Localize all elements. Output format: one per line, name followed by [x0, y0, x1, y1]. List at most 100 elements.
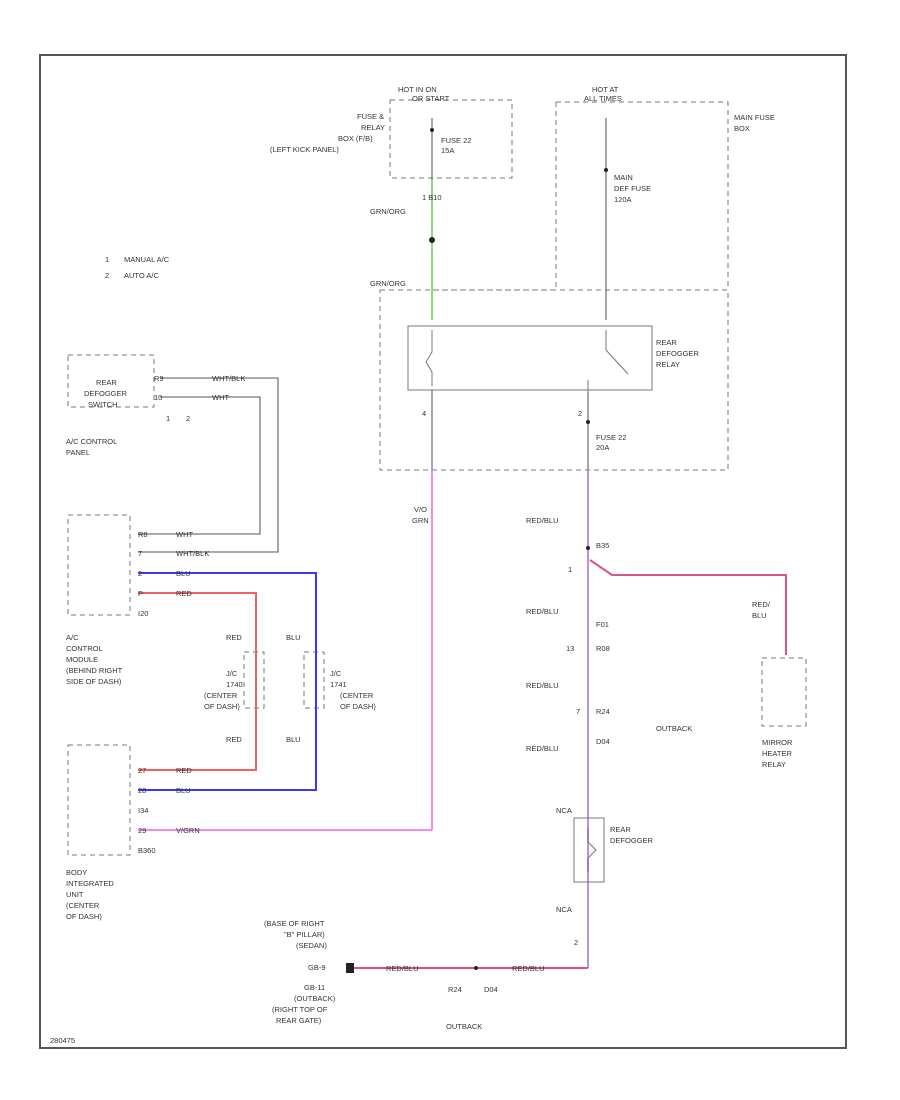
ac-module-pin-r8: R8: [138, 530, 148, 539]
rear-defogger-switch-outline: [67, 354, 155, 408]
wire-red-top: [138, 592, 257, 771]
ground-label-1: (BASE OF RIGHT: [264, 919, 325, 928]
ac-module-pin-2: 2: [138, 569, 142, 578]
defogger-element-icon: [587, 828, 597, 872]
hot-run-start-1: HOT IN ON: [398, 85, 437, 94]
jc-blu-top: BLU: [286, 633, 301, 642]
ac-module-1: A/C: [66, 633, 79, 642]
jc-left-4: OF DASH): [204, 702, 240, 711]
main-def-fuse-2: DEF FUSE: [614, 184, 651, 193]
conn-f01: F01: [596, 620, 609, 629]
biu-pin-29: 29: [138, 826, 146, 835]
switch-wire-wht-blk: WHT/BLK: [212, 374, 245, 383]
legend-num-1: 1: [105, 255, 109, 264]
rear-defogger-relay-body: [407, 325, 653, 391]
fuse22-mid-2: 20A: [596, 443, 609, 452]
fuse22-top-2: 15A: [441, 146, 454, 155]
switch-wire-wht: WHT: [212, 393, 229, 402]
switch-label-3: SWITCH: [88, 400, 118, 409]
conn-r08: R08: [596, 644, 610, 653]
relay-label-2: DEFOGGER: [656, 349, 700, 358]
ac-module-5: SIDE OF DASH): [66, 677, 122, 686]
jc-red-top: RED: [226, 633, 242, 642]
conn-nca-bottom: NCA: [556, 905, 572, 914]
biu-3: UNIT: [66, 890, 84, 899]
switch-pin-a: R9: [154, 374, 164, 383]
splice-dot-top: [429, 237, 435, 243]
hot-all-times-2: ALL TIMES: [584, 94, 622, 103]
conn-b35: B35: [596, 541, 609, 550]
rear-defogger-element: [573, 817, 605, 883]
relay-label-3: RELAY: [656, 360, 680, 369]
fuse22-mid-1: FUSE 22: [596, 433, 626, 442]
conn-nca-top: NCA: [556, 806, 572, 815]
biu-pin-b360: B360: [138, 846, 156, 855]
pin-1: 1: [568, 565, 572, 574]
ground-label-4: GB-9: [308, 963, 326, 972]
biu-outline: [67, 744, 131, 856]
rear-defogger-label-2: DEFOGGER: [610, 836, 654, 845]
ac-module-wire-red: RED: [176, 589, 192, 598]
switch-pin-b: 10: [154, 393, 162, 402]
conn-d04-outback: D04: [484, 985, 498, 994]
biu-pin-i34: I34: [138, 806, 148, 815]
ground-label-7: (RIGHT TOP OF: [272, 1005, 328, 1014]
relay-box-outline: [379, 289, 729, 471]
wire-label-red-blu-2: RED/BLU: [526, 607, 559, 616]
ac-module-pin-i20: I20: [138, 609, 148, 618]
wire-label-grn: GRN: [412, 516, 429, 525]
legend-text-2: AUTO A/C: [124, 271, 159, 280]
outback-label-1: OUTBACK: [656, 724, 692, 733]
jc-right-3: (CENTER: [340, 691, 374, 700]
wire-label-red-blu-right-1: RED/: [752, 600, 771, 609]
wire-label-relay-top: GRN/ORG: [370, 279, 406, 288]
wire-label-red-blu-4: RED/BLU: [526, 744, 559, 753]
jc-right-4: OF DASH): [340, 702, 376, 711]
wire-label-red-blu-right-2: BLU: [752, 611, 767, 620]
jc-left-1: J/C: [226, 669, 238, 678]
pin-dot-b35: [586, 546, 590, 550]
jc-right-1: J/C: [330, 669, 342, 678]
fuse22-top-1: FUSE 22: [441, 136, 471, 145]
fuse-box-loc-1: FUSE &: [357, 112, 384, 121]
wire-wht-blk-switch: [138, 377, 279, 553]
legend-text-1: MANUAL A/C: [124, 255, 170, 264]
main-fuse-box-2: BOX: [734, 124, 750, 133]
jc-red-bottom: RED: [226, 735, 242, 744]
relay-contact-icon: [587, 330, 629, 392]
outback-label-2: OUTBACK: [446, 1022, 482, 1031]
mirror-heater-relay-outline: [761, 657, 807, 727]
fuse-box-loc-2: RELAY: [361, 123, 385, 132]
ac-module-2: CONTROL: [66, 644, 103, 653]
biu-2: INTEGRATED: [66, 879, 114, 888]
biu-wire-v-grn: V/GRN: [176, 826, 200, 835]
mirror-relay-2: HEATER: [762, 749, 792, 758]
main-def-fuse-3: 120A: [614, 195, 632, 204]
ground-label-2: "B" PILLAR): [284, 930, 325, 939]
pin-7: 7: [576, 707, 580, 716]
main-fuse-box-1: MAIN FUSE: [734, 113, 775, 122]
pin-13: 13: [566, 644, 574, 653]
rear-defogger-label-1: REAR: [610, 825, 631, 834]
diagram-id: 280475: [50, 1036, 75, 1045]
biu-pin-27: 27: [138, 766, 146, 775]
jc-left-3: (CENTER: [204, 691, 238, 700]
relay-pin-4: 4: [422, 409, 426, 418]
diagram-frame: [39, 54, 847, 1049]
jc-left-2: 1740: [226, 680, 243, 689]
wire-label-vo: V/O: [414, 505, 427, 514]
ac-module-wire-blu: BLU: [176, 569, 191, 578]
switch-pin-d: 2: [186, 414, 190, 423]
conn-b10: 1 B10: [422, 193, 442, 202]
pin-2: 2: [574, 938, 578, 947]
conn-d04: D04: [596, 737, 610, 746]
relay-label-1: REAR: [656, 338, 677, 347]
conn-r24-outback: R24: [448, 985, 462, 994]
switch-label-1: REAR: [96, 378, 117, 387]
ground-label-6: (OUTBACK): [294, 994, 336, 1003]
pin-dot-fuse22-mid: [586, 420, 590, 424]
wire-wht-switch: [138, 396, 261, 535]
switch-pin-c: 1: [166, 414, 170, 423]
pin-dot-fuse22-top: [430, 128, 434, 132]
